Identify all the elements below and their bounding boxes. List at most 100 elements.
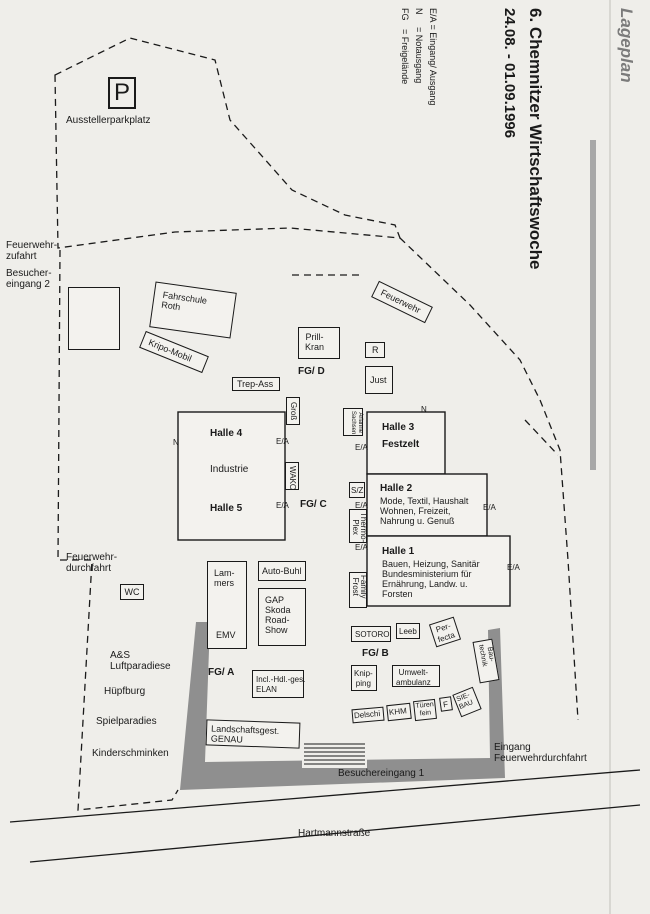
- hall-4-desc: Industrie: [210, 464, 249, 475]
- stand-wako: WAKO: [285, 462, 299, 490]
- street-label: Hartmannstraße: [298, 828, 371, 839]
- marker-n: N: [173, 438, 179, 447]
- hall-2-outline: [366, 473, 488, 537]
- stand-label: S/Z: [351, 486, 364, 495]
- stand-label: Trep-Ass: [237, 379, 274, 389]
- marker-ea: E/A: [483, 503, 496, 512]
- stand-label: Per- fecta: [434, 621, 457, 645]
- stand-just: Just: [365, 366, 393, 394]
- stand-arlanne: Arlanne Sachsen: [343, 408, 363, 436]
- stand-gross: Groß: [286, 397, 300, 425]
- legend-text: = Notausgang: [414, 27, 424, 84]
- stand-trep-ass: Trep-Ass: [232, 377, 280, 391]
- area-fg-d: FG/ D: [298, 366, 325, 377]
- stand-lammers-emv: Lam- mers EMV: [207, 561, 247, 649]
- stand-thermoplex: Thermo- Plex: [349, 509, 368, 543]
- area-fg-a: FG/ A: [208, 667, 235, 678]
- hall-2-desc: Mode, Textil, Haushalt Wohnen, Freizeit,…: [380, 496, 469, 526]
- marker-n: N: [421, 405, 427, 414]
- section-label: Lageplan: [617, 8, 636, 83]
- entrance-fire-label: Eingang Feuerwehrdurchfahrt: [494, 742, 587, 764]
- stand-khm: KHM: [386, 702, 412, 722]
- stand-label: Thermo- Plex: [351, 512, 368, 543]
- empty-stand-box: [68, 287, 120, 350]
- stand-label: Landschaftsgest. GENAU: [210, 723, 280, 745]
- stand-landschaftsgest: Landschaftsgest. GENAU: [205, 719, 301, 749]
- stand-delschi: Delschi: [351, 706, 385, 724]
- fire-passage-label: Feuerwehr- durchfahrt: [66, 552, 118, 574]
- stand-label: SOTORO: [355, 630, 390, 639]
- marker-ea: E/A: [355, 543, 368, 552]
- stand-family-frost: Family Frost: [349, 572, 368, 608]
- hall-3-outline: [366, 411, 446, 475]
- area-fg-b: FG/ B: [362, 648, 389, 659]
- stand-label: Family Frost: [351, 575, 368, 599]
- stand-tueren: Türen fein: [413, 698, 437, 722]
- stand-label: EMV: [216, 630, 236, 640]
- legend-code: E/A: [428, 8, 438, 23]
- inner-boundary: [292, 274, 559, 456]
- stand-f: F: [439, 696, 453, 712]
- legend-text: = Eingang/ Ausgang: [428, 24, 438, 106]
- marker-ea: E/A: [355, 443, 368, 452]
- stand-incl-elan: Incl.-Hdl.-ges. ELAN: [252, 670, 306, 698]
- stand-label: Arlanne Sachsen: [350, 411, 363, 435]
- stand-auto-buhl: Auto-Buhl: [258, 561, 306, 581]
- page-title: 6. Chemnitzer Wirtschaftswoche: [526, 8, 545, 270]
- hall-3-desc: Festzelt: [382, 439, 420, 450]
- hall-4-title: Halle 4: [210, 428, 243, 439]
- parking-boundary: [54, 37, 401, 249]
- stand-r: R: [365, 342, 385, 358]
- wc-label: WC: [124, 587, 140, 597]
- area-fg-c: FG/ C: [300, 499, 327, 510]
- huepfburg-label: Hüpfburg: [104, 686, 146, 697]
- visitor-entrance-1-label: Besuchereingang 1: [338, 768, 425, 779]
- paved-area: [180, 622, 505, 790]
- fairground-boundary: [57, 237, 579, 811]
- stand-label: Incl.-Hdl.-ges. ELAN: [256, 675, 306, 694]
- hall-1-desc: Bauen, Heizung, Sanitär Bundesministeriu…: [382, 559, 480, 599]
- parking-label: Ausstellerparkplatz: [66, 115, 151, 126]
- stand-label: Bau- technik: [477, 644, 496, 668]
- stand-label: Umwelt- ambulanz: [396, 668, 431, 687]
- luftparadiese-label: A&S Luftparadiese: [110, 650, 171, 672]
- stand-label: Lam- mers: [214, 568, 235, 588]
- legend-fg: FG = Freigelände: [399, 8, 410, 84]
- stand-knipping: Knip- ping: [351, 665, 377, 691]
- marker-ea: E/A: [276, 437, 289, 446]
- margin-bar: [590, 140, 596, 470]
- stand-sotoro: SOTORO: [351, 626, 391, 642]
- stand-label: Türen fein: [415, 701, 435, 718]
- spielparadies-label: Spielparadies: [96, 716, 157, 727]
- marker-ea: E/A: [276, 501, 289, 510]
- parking-sign: P: [108, 77, 136, 109]
- stand-label: Groß: [289, 402, 298, 421]
- stand-label: GAP Skoda Road- Show: [265, 595, 291, 635]
- fire-access-label: Feuerwehr- zufahrt: [6, 240, 58, 262]
- stand-label: Leeb: [399, 627, 417, 636]
- stand-label: KHM: [388, 706, 408, 718]
- hall-5-title: Halle 5: [210, 503, 243, 514]
- marker-ea: E/A: [355, 501, 368, 510]
- entrance-stripes: [302, 740, 367, 768]
- stand-prill-kran: Prill- Kran: [298, 327, 340, 359]
- visitor-entrance-2-label: Besucher- eingang 2: [6, 268, 52, 290]
- hall-2-title: Halle 2: [380, 483, 413, 494]
- legend-text: = Freigelände: [400, 29, 410, 85]
- legend-code: N: [414, 8, 424, 15]
- stand-s-z: S/Z: [349, 482, 365, 498]
- stand-leeb: Leeb: [396, 623, 420, 639]
- legend-code: FG: [400, 8, 410, 21]
- stand-label: WAKO: [288, 466, 297, 491]
- stand-label: Knip- ping: [354, 669, 373, 688]
- legend-n: N = Notausgang: [413, 8, 424, 83]
- legend-ea: E/A = Eingang/ Ausgang: [427, 8, 438, 105]
- hall-1-title: Halle 1: [382, 546, 415, 557]
- kinderschminken-label: Kinderschminken: [92, 748, 169, 759]
- stand-gap-skoda: GAP Skoda Road- Show: [258, 588, 306, 646]
- wc-box: WC: [120, 584, 144, 600]
- stand-label: SIE- BAU: [455, 691, 475, 711]
- stand-label: F: [442, 699, 449, 710]
